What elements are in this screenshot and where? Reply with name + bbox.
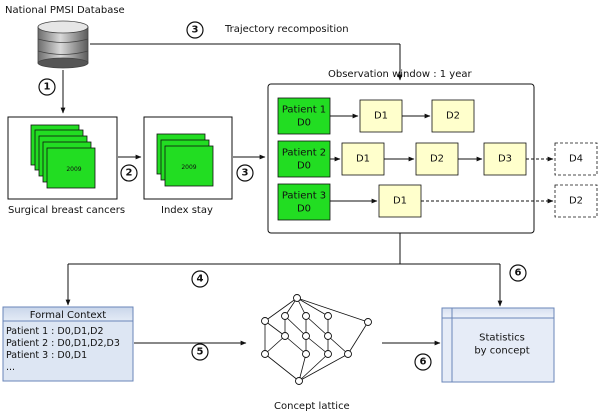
patient-2-event-1-label: D1 <box>356 154 370 165</box>
patient-2-name: Patient 2 <box>282 148 326 159</box>
patient-2-event-2-label: D2 <box>430 154 444 165</box>
step-3-mid-badge <box>236 164 254 182</box>
step-3-top-number: 3 <box>192 25 199 36</box>
patient-1-event-1-label: D1 <box>374 111 388 122</box>
step-6-top-number: 6 <box>515 268 522 279</box>
patient-1-event-1 <box>359 99 403 133</box>
patient-2-event-1 <box>341 142 385 176</box>
step-4-badge <box>191 270 209 288</box>
step-2-number: 2 <box>126 168 133 179</box>
database-icon <box>37 20 89 69</box>
patient-1-name: Patient 1 <box>282 105 326 116</box>
patient-3-row: Patient 3 D0 D1 D2 <box>277 183 598 221</box>
formal-context-row-2: Patient 2 : D0,D1,D2,D3 <box>6 338 120 349</box>
patient-2-event-2 <box>415 142 459 176</box>
surgical-documents <box>30 124 96 189</box>
formal-context-box <box>2 306 134 382</box>
patient-3-start: D0 <box>297 204 311 215</box>
observation-title: Observation window : 1 year <box>328 69 472 80</box>
patient-2-future-label: D4 <box>569 154 583 165</box>
lattice-label: Concept lattice <box>274 401 350 412</box>
step-2-badge <box>120 164 138 182</box>
step-1-badge <box>38 78 56 96</box>
formal-context-row-4: ... <box>6 362 15 373</box>
patient-2-row: Patient 2 D0 D1 D2 D3 D4 <box>277 140 598 178</box>
trajectory-label: Trajectory recomposition <box>224 24 349 35</box>
patient-3-future-event <box>554 184 598 218</box>
patient-3-future-label: D2 <box>569 196 583 207</box>
patient-2-event-3-label: D3 <box>498 154 512 165</box>
patient-2-future-event <box>554 142 598 176</box>
concept-lattice <box>264 297 369 382</box>
index-stay-documents <box>156 133 214 187</box>
formal-context-row-1: Patient 1 : D0,D1,D2 <box>6 326 104 337</box>
step-3-top-badge <box>186 21 204 39</box>
step-1-number: 1 <box>44 82 51 93</box>
patient-2-start: D0 <box>297 161 311 172</box>
database-title: National PMSI Database <box>5 5 125 16</box>
index-stay-doc-year: 2009 <box>181 164 196 171</box>
step-5-badge <box>191 343 209 361</box>
patient-1-row: Patient 1 D0 D1 D2 <box>277 97 475 135</box>
step-3-mid-number: 3 <box>242 168 249 179</box>
statistics-line-1: Statistics <box>479 333 525 344</box>
patient-2-box <box>277 140 331 178</box>
patient-1-start: D0 <box>297 118 311 129</box>
concept-lattice-nodes <box>261 294 372 385</box>
step-4-number: 4 <box>197 274 204 285</box>
statistics-line-2: by concept <box>474 346 529 357</box>
statistics-box <box>441 307 555 383</box>
index-stay-label: Index stay <box>161 205 213 216</box>
surgical-doc-year: 2009 <box>66 166 81 173</box>
patient-3-box <box>277 183 331 221</box>
patient-1-box <box>277 97 331 135</box>
step-5-number: 5 <box>197 347 204 358</box>
patient-3-name: Patient 3 <box>282 191 326 202</box>
formal-context-row-3: Patient 3 : D0,D1 <box>6 350 87 361</box>
surgical-label: Surgical breast cancers <box>8 205 125 216</box>
step-6-top-badge <box>509 264 527 282</box>
step-6-bottom-badge <box>414 353 432 371</box>
patient-3-event-1-label: D1 <box>393 196 407 207</box>
formal-context-title: Formal Context <box>30 310 107 321</box>
patient-1-event-2 <box>431 99 475 133</box>
patient-1-event-2-label: D2 <box>446 111 460 122</box>
step-6-bottom-number: 6 <box>420 357 427 368</box>
